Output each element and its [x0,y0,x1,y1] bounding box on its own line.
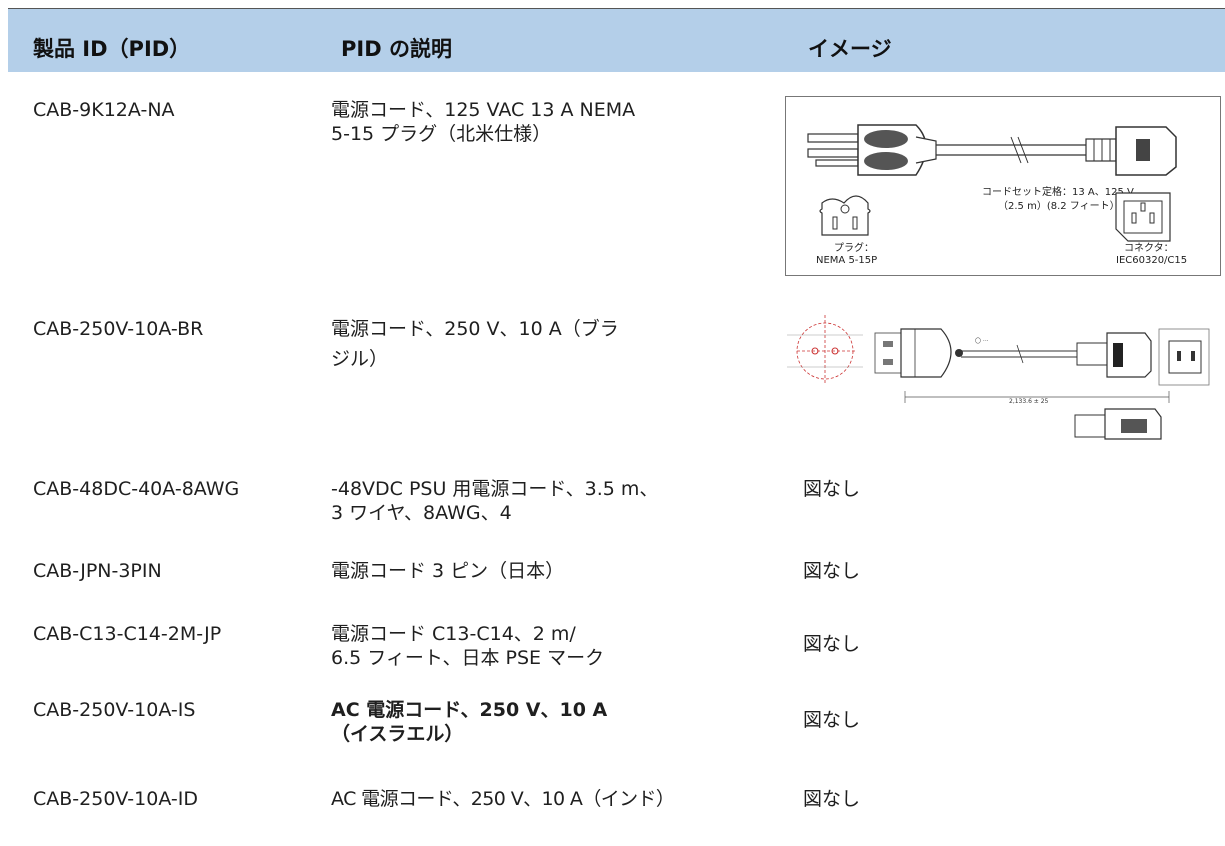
description-cell: 電源コード 3 ピン（日本） [331,559,564,583]
description-cell: AC 電源コード、250 V、10 A（インド） [331,787,675,811]
pid-cell: CAB-250V-10A-IS [33,699,196,721]
description-line: 電源コード 3 ピン（日本） [331,560,565,582]
connector-label: コネクタ： [1124,242,1174,254]
svg-text:〇 ···: 〇 ··· [975,338,989,345]
pid-cell: CAB-250V-10A-BR [33,318,204,340]
pid-cell: CAB-C13-C14-2M-JP [33,623,222,645]
no-image-cell: 図なし [803,788,861,810]
description-cell: 電源コード C13-C14、2 m/ 6.5 フィート、日本 PSE マーク [331,622,604,670]
description-line: AC 電源コード、250 V、10 A [331,699,608,721]
power-cord-figure-na: コードセット定格：13 A、125 V （2.5 m）(8.2 フィート） プラ… [785,96,1221,276]
description-cell: 電源コード、250 V、10 A（ブラ ジル） [331,314,619,374]
pid-cell: CAB-48DC-40A-8AWG [33,478,240,500]
header-image: イメージ [808,37,892,61]
no-image-cell: 図なし [803,633,861,655]
pid-cell: CAB-9K12A-NA [33,99,175,121]
description-cell: AC 電源コード、250 V、10 A （イスラエル） [331,698,607,746]
header-description: PID の説明 [341,37,452,61]
description-line: 3 ワイヤ、8AWG、4 [331,502,512,524]
table-top-rule [8,8,1225,9]
description-line: 6.5 フィート、日本 PSE マーク [331,647,605,669]
table-header: 製品 ID（PID） PID の説明 イメージ [8,9,1225,72]
description-line: -48VDC PSU 用電源コード、3.5 m、 [331,478,659,500]
description-cell: 電源コード、125 VAC 13 A NEMA 5-15 プラグ（北米仕様） [331,98,635,146]
connector-type: IEC60320/C15 [1116,255,1187,266]
no-image-cell: 図なし [803,709,861,731]
description-line: ジル） [331,348,389,370]
description-line: AC 電源コード、250 V、10 A（インド） [331,788,675,810]
plug-label: プラグ： [834,241,874,254]
length-label: （2.5 m）(8.2 フィート） [998,200,1120,212]
description-line: 5-15 プラグ（北米仕様） [331,123,552,145]
description-line: 電源コード C13-C14、2 m/ [331,623,576,645]
power-cord-figure-br: 〇 ··· 2,133.6 ± 25 [785,305,1225,445]
description-line: 電源コード、250 V、10 A（ブラ [331,318,619,340]
no-image-cell: 図なし [803,478,861,500]
plug-type: NEMA 5-15P [816,255,877,266]
description-cell: -48VDC PSU 用電源コード、3.5 m、 3 ワイヤ、8AWG、4 [331,477,658,525]
description-line: （イスラエル） [331,723,464,745]
description-line: 電源コード、125 VAC 13 A NEMA [331,99,636,121]
no-image-cell: 図なし [803,560,861,582]
header-pid: 製品 ID（PID） [33,37,191,61]
rating-label: コードセット定格：13 A、125 V [982,185,1134,198]
pid-cell: CAB-JPN-3PIN [33,560,162,582]
length-dimension: 2,133.6 ± 25 [1009,398,1049,405]
pid-cell: CAB-250V-10A-ID [33,788,199,810]
